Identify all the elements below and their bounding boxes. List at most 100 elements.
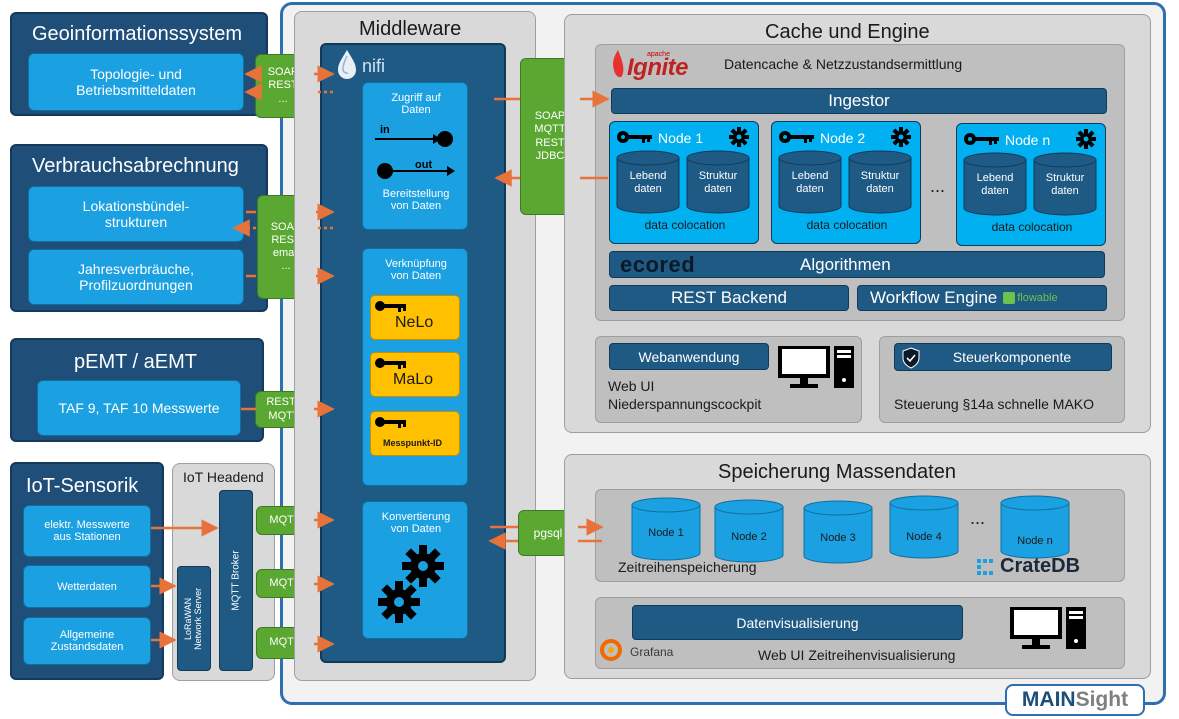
iot-item-messwerte: elektr. Messwerte aus Stationen [23, 505, 151, 557]
mqtt-broker: MQTT Broker [219, 490, 253, 671]
cratedb-label: CrateDB [1000, 555, 1081, 577]
workflow-engine: Workflow Engine flowable [857, 285, 1107, 311]
database-icon [616, 150, 680, 214]
database-icon [1033, 152, 1097, 216]
cyl-lebend-2: Lebend daten [778, 150, 842, 214]
node-card-n-title: Node n [1005, 132, 1051, 148]
storage-node-n-label: Node n [1017, 535, 1053, 547]
access-box: Zugriff auf Daten in out Bereitstellung … [362, 82, 468, 230]
access-in-label: in [380, 124, 390, 136]
grafana-logo: Grafana [598, 636, 673, 662]
nifi-drop-icon [338, 50, 356, 79]
cache-dots: ... [930, 176, 946, 196]
cyl-struktur-2: Struktur daten [848, 150, 912, 214]
node-card-2-title: Node 2 [820, 130, 866, 146]
storage-title: Speicherung Massendaten [718, 461, 956, 483]
steuer-box: Steuerkomponente [894, 343, 1112, 371]
node-card-n-footer: data colocation [991, 220, 1073, 234]
key-icon [779, 131, 814, 143]
nifi-label: nifi [362, 56, 386, 76]
cyl-struktur-1: Struktur daten [686, 150, 750, 214]
webui-zeitreihen-label: Web UI Zeitreihenvisualisierung [758, 647, 956, 663]
key-icon [964, 133, 999, 145]
ignite-subtitle: Datencache & Netzzustandsermittlung [724, 56, 963, 72]
computer-icon [1010, 607, 1086, 649]
database-icon [1000, 495, 1070, 559]
convert-title: Konvertierung von Daten [381, 511, 451, 535]
gears-icon [378, 545, 444, 623]
iot-item-zustand: Allgemeine Zustandsdaten [23, 617, 151, 665]
in-out-icon [375, 131, 455, 179]
storage-node-1: Node 1 [631, 497, 701, 561]
convert-box: Konvertierung von Daten [362, 501, 468, 639]
storage-node-3-label: Node 3 [820, 532, 856, 544]
key-icon [375, 417, 406, 428]
mainsight-sight: Sight [1075, 688, 1129, 711]
algorithmen-bar: ecored Algorithmen [609, 251, 1105, 278]
access-title: Zugriff auf Daten [391, 92, 441, 116]
workflow-label: Workflow Engine [870, 288, 998, 307]
database-icon [631, 497, 701, 561]
flowable-label: flowable [1017, 292, 1058, 304]
key-messpunkt-label: Messpunkt-ID [383, 438, 443, 448]
ecored-logo: ecored [620, 252, 695, 278]
mqtt-broker-label: MQTT Broker [230, 550, 242, 611]
storage-node-n: Node n [1000, 495, 1070, 559]
node-card-2: Node 2 Lebend daten Struktur daten data … [771, 121, 921, 244]
grafana-icon [600, 639, 622, 661]
database-icon [848, 150, 912, 214]
key-messpunkt: Messpunkt-ID [370, 411, 460, 456]
verbrauch-item-jahr: Jahresverbräuche, Profilzuordnungen [28, 249, 244, 305]
cyl-struktur-n-label: Struktur daten [1045, 172, 1085, 198]
storage-node-2: Node 2 [714, 499, 784, 563]
gear-icon [1076, 129, 1096, 149]
cratedb-icon [977, 558, 993, 575]
zeitreihen-label: Zeitreihenspeicherung [618, 559, 757, 575]
cyl-lebend-1: Lebend daten [616, 150, 680, 214]
headend-title: IoT Headend [183, 469, 264, 485]
key-nelo-label: NeLo [395, 314, 434, 331]
node-card-1-title: Node 1 [658, 130, 704, 146]
flowable-logo: flowable [1003, 292, 1058, 304]
algorithmen-label: Algorithmen [800, 255, 891, 274]
database-icon [803, 500, 873, 564]
database-icon [963, 152, 1027, 216]
cyl-lebend-n-label: Lebend daten [976, 172, 1014, 198]
apache-label: apache [647, 51, 670, 58]
datenvisualisierung-box: Datenvisualisierung [632, 605, 963, 640]
node-card-n: Node n Lebend daten Struktur daten data … [956, 123, 1106, 246]
verbrauch-item-lokation: Lokationsbündel- strukturen [28, 186, 244, 242]
database-icon [778, 150, 842, 214]
grafana-label: Grafana [630, 645, 674, 659]
cyl-lebend-n: Lebend daten [963, 152, 1027, 216]
lorawan-label: LoRaWAN Network Server [183, 587, 204, 650]
pemt-item: TAF 9, TAF 10 Messwerte [37, 380, 241, 436]
node-card-2-footer: data colocation [806, 218, 888, 232]
computer-icon [778, 346, 854, 388]
database-icon [686, 150, 750, 214]
ecored-text: ecored [620, 251, 696, 277]
lorawan-server: LoRaWAN Network Server [177, 566, 211, 671]
steuer-label: Steuerkomponente [952, 349, 1072, 365]
iot-item-wetter: Wetterdaten [23, 565, 151, 608]
key-icon [375, 358, 406, 369]
cyl-lebend-2-label: Lebend daten [791, 170, 829, 196]
storage-node-4: Node 4 [889, 495, 959, 559]
cyl-struktur-1-label: Struktur daten [698, 170, 738, 196]
shield-icon [902, 347, 920, 369]
ingestor-bar: Ingestor [611, 88, 1107, 114]
mainsight-main: MAIN [1021, 688, 1076, 711]
storage-node-3: Node 3 [803, 500, 873, 564]
key-malo: MaLo [370, 352, 460, 397]
verbrauch-title: Verbrauchsabrechnung [32, 155, 239, 177]
geo-title: Geoinformationssystem [32, 23, 243, 45]
storage-dots: ... [970, 508, 986, 528]
node-card-1: Node 1 Lebend daten Struktur daten data … [609, 121, 759, 244]
link-title: Verknüpfung von Daten [385, 258, 447, 282]
cyl-lebend-1-label: Lebend daten [629, 170, 667, 196]
key-icon [375, 301, 406, 312]
gear-icon [729, 127, 749, 147]
middleware-title: Middleware [359, 18, 462, 40]
cratedb-logo: CrateDB [976, 555, 1080, 578]
